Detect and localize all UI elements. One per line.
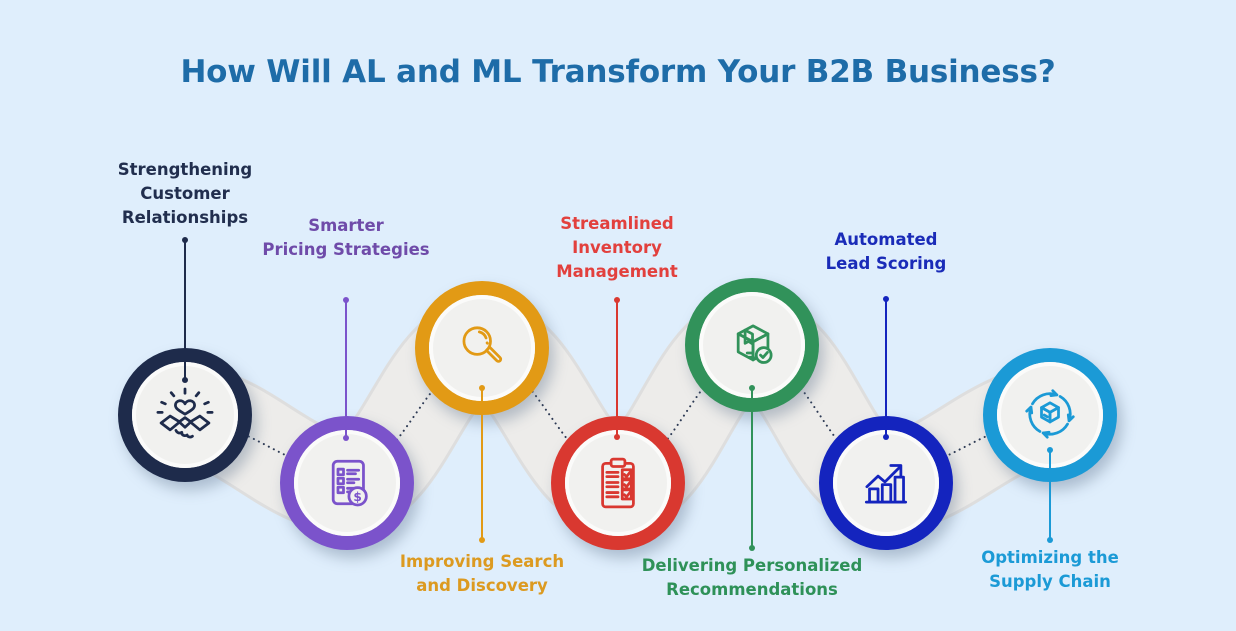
label-line: Pricing Strategies (262, 240, 430, 259)
item-label: Strengthening Customer Relationships (118, 158, 252, 230)
connector-line (882, 296, 889, 440)
label-line: and Discovery (416, 576, 548, 595)
lead-scoring-chart-icon (864, 464, 908, 504)
label-line: Customer (140, 184, 230, 203)
connector-line (478, 385, 485, 543)
node-inner-circle (429, 295, 535, 401)
connector-line (748, 385, 755, 551)
label-line: Recommendations (666, 580, 838, 599)
node-streamlined-inventory-management (551, 416, 685, 550)
node-inner-circle (565, 430, 671, 536)
item-label: Smarter Pricing Strategies (262, 214, 429, 262)
node-inner-circle (699, 292, 805, 398)
label-line: Strengthening (117, 160, 253, 179)
page-title: How Will AL and ML Transform Your B2B Bu… (180, 54, 1056, 90)
handshake-heart-icon (156, 387, 214, 439)
connector-line (1046, 447, 1053, 543)
pricing-list-icon: $ (331, 459, 368, 507)
item-label: Optimizing the Supply Chain (981, 546, 1119, 594)
label-line: Smarter (308, 216, 384, 235)
svg-text:$: $ (353, 490, 362, 504)
item-label: Streamlined Inventory Management (556, 212, 677, 284)
connector-line (613, 297, 620, 440)
magnifier-icon (462, 326, 503, 363)
label-line: Streamlined (560, 214, 674, 233)
label-line: Management (556, 262, 678, 281)
item-label: Delivering Personalized Recommendations (642, 554, 863, 602)
inventory-checklist-icon (601, 457, 635, 509)
node-personalized-recommendations (685, 278, 819, 412)
label-line: Relationships (121, 208, 249, 227)
supply-chain-cycle-icon (1025, 389, 1075, 439)
connector-line (181, 237, 188, 383)
label-line: Optimizing the (981, 548, 1119, 567)
label-line: Delivering Personalized (641, 556, 863, 575)
label-line: Inventory (572, 238, 662, 257)
label-line: Automated (834, 230, 938, 249)
item-label: Automated Lead Scoring (826, 228, 947, 276)
node-inner-circle (833, 430, 939, 536)
node-inner-circle: $ (294, 430, 400, 536)
label-line: Improving Search (399, 552, 565, 571)
item-label: Improving Search and Discovery (400, 550, 564, 598)
connector-line (342, 297, 349, 441)
label-line: Lead Scoring (825, 254, 947, 273)
package-check-icon (736, 324, 773, 364)
label-line: Supply Chain (989, 572, 1111, 591)
